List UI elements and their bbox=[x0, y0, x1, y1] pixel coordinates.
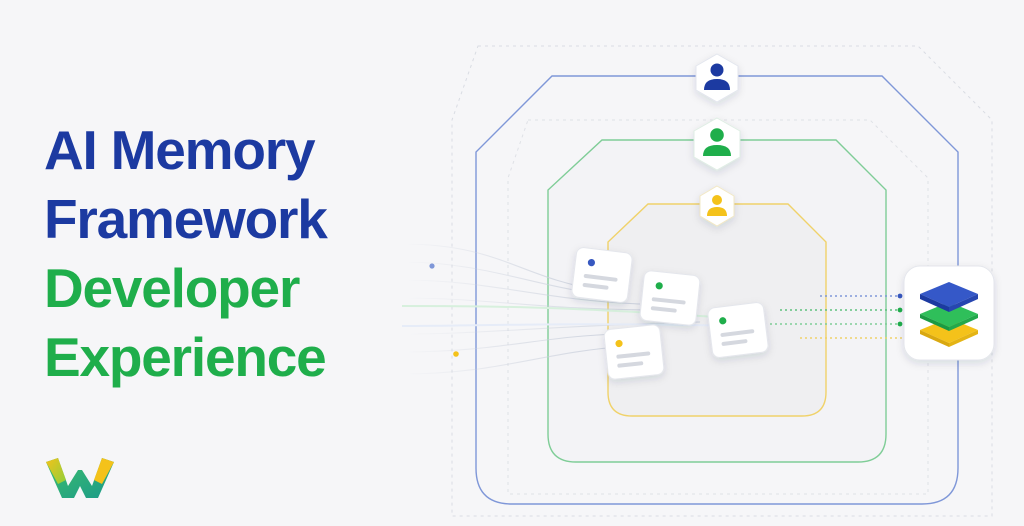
user-icon bbox=[707, 195, 727, 216]
memory-card bbox=[707, 302, 769, 358]
brand-w-logo bbox=[46, 458, 114, 498]
inflow-lines bbox=[401, 243, 741, 375]
headline: AI Memory Framework Developer Experience bbox=[44, 116, 328, 392]
memory-card bbox=[603, 324, 665, 380]
outer-guide-dashed bbox=[451, 45, 993, 517]
memory-card bbox=[571, 247, 633, 303]
headline-line-1: AI Memory bbox=[44, 119, 316, 181]
headline-line-3: Developer bbox=[44, 257, 300, 319]
user-badge-blue bbox=[695, 53, 739, 103]
inflow-dot-yellow bbox=[453, 351, 459, 357]
inflow-dot-blue bbox=[429, 263, 435, 269]
layer-stack-icon bbox=[920, 282, 978, 347]
outer-ring-blue bbox=[475, 75, 959, 505]
outflow-dot-green bbox=[897, 307, 903, 313]
outflow-lines bbox=[770, 295, 904, 339]
outflow-dot-blue bbox=[897, 293, 903, 299]
user-icon bbox=[704, 63, 730, 90]
user-badge-green bbox=[693, 117, 741, 171]
memory-card bbox=[639, 270, 701, 326]
headline-line-4: Experience bbox=[44, 326, 327, 388]
user-icon bbox=[703, 128, 731, 156]
headline-line-2: Framework bbox=[44, 188, 328, 250]
outflow-dot-green-2 bbox=[897, 321, 903, 327]
